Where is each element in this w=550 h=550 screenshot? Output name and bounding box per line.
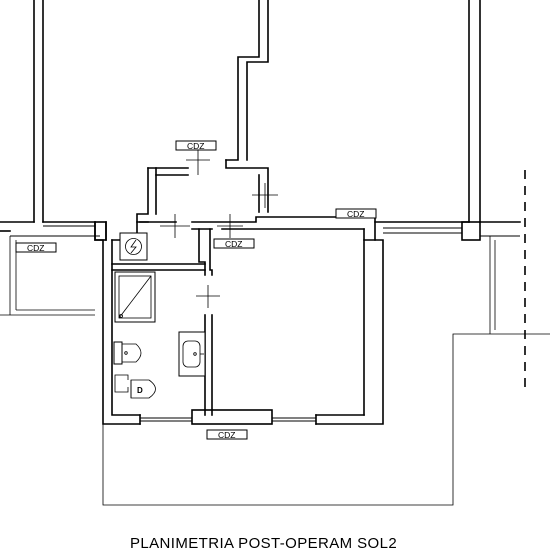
- svg-text:CDZ: CDZ: [225, 239, 242, 249]
- bidet-icon: [113, 341, 123, 365]
- toilet-label: D: [137, 386, 143, 395]
- toilet-icon: [114, 374, 129, 393]
- walls-central-corridor: [136, 0, 269, 223]
- electrical-panel-icon: [119, 232, 148, 261]
- walls-main-unit: [94, 216, 384, 425]
- bathroom-fixtures: D: [113, 232, 206, 399]
- drawing-title: PLANIMETRIA POST-OPERAM SOL2: [130, 535, 397, 550]
- cdz-tag-2: CDZ: [335, 208, 377, 219]
- cdz-tag-1: CDZ: [175, 140, 217, 151]
- svg-text:CDZ: CDZ: [187, 141, 204, 151]
- cdz-tag-4: CDZ: [213, 238, 255, 249]
- cdz-tag-3: CDZ: [15, 242, 57, 253]
- walls-left-unit: [0, 0, 100, 237]
- cdz-tag-5: CDZ: [206, 429, 248, 440]
- svg-text:CDZ: CDZ: [218, 430, 235, 440]
- svg-text:CDZ: CDZ: [347, 209, 364, 219]
- svg-text:CDZ: CDZ: [27, 243, 44, 253]
- walls-right-unit: [374, 0, 521, 241]
- door-markers: [160, 150, 278, 308]
- terrace-outline: [0, 236, 550, 506]
